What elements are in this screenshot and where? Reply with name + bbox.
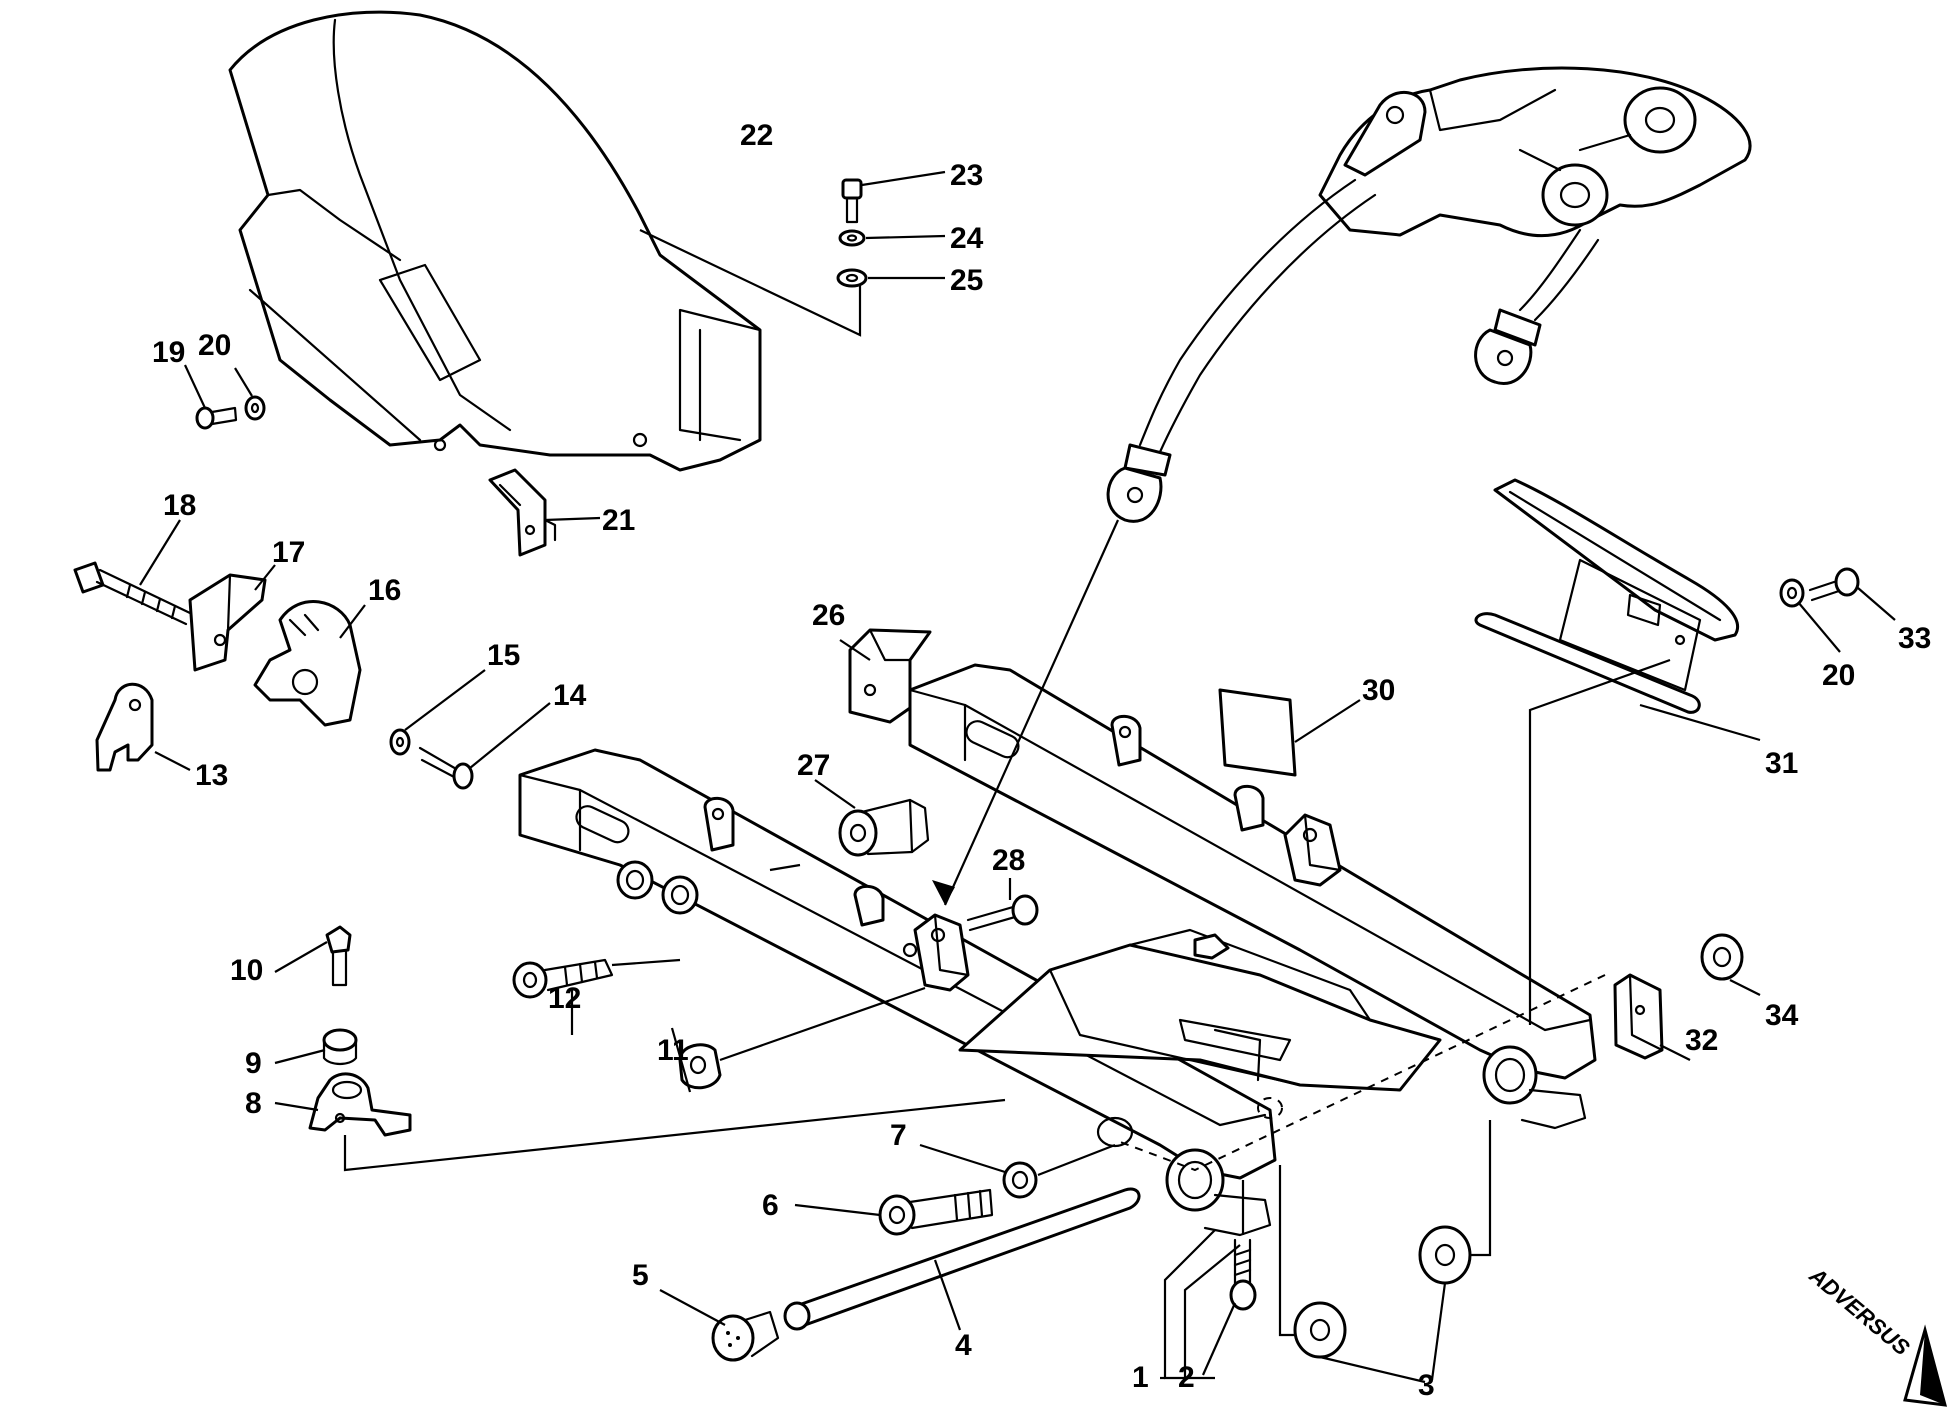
part-16-adjuster-cam [253, 600, 362, 727]
part-6-pivot-bolt [878, 1188, 994, 1236]
part-28-bolt [966, 894, 1039, 932]
part-30-pad [1218, 688, 1297, 777]
part-20-washer-right [1779, 578, 1805, 608]
callout-34: 34 [1765, 999, 1799, 1032]
callout-33: 33 [1898, 622, 1931, 655]
bush-left-slot [616, 860, 699, 915]
callout-4: 4 [955, 1329, 972, 1362]
callout-18: 18 [163, 489, 196, 522]
part-18-long-bolt [73, 561, 192, 626]
brake-caliper-bracket [1318, 66, 1752, 238]
part-15-nut [389, 728, 411, 756]
part-1-swingarm [518, 663, 1597, 1237]
part-19-screw [195, 406, 238, 430]
arrow-hose-to-mount [932, 519, 1120, 906]
part-5-plug [711, 1310, 780, 1362]
callout-30: 30 [1362, 674, 1395, 707]
callout-19: 19 [152, 336, 185, 369]
part-3-washers [1293, 1225, 1472, 1359]
part-17-adjuster-plate [188, 573, 267, 672]
callout-12: 12 [548, 982, 581, 1015]
callout-14: 14 [553, 679, 587, 712]
callout-24: 24 [950, 222, 984, 255]
callout-17: 17 [272, 536, 305, 569]
leader-27-swingarm [769, 863, 801, 872]
part-7-washer [1002, 1161, 1038, 1199]
callout-28: 28 [992, 844, 1025, 877]
part-31-chain-guard [1474, 478, 1740, 714]
logo-text: ADVERSUS [1804, 1262, 1915, 1361]
pivot-axis [1114, 974, 1606, 1172]
callout-15: 15 [487, 639, 520, 672]
callout-8: 8 [245, 1087, 262, 1120]
part-27-spacer [838, 798, 930, 857]
part-26-bracket [848, 628, 932, 724]
callout-22: 22 [740, 119, 773, 152]
callout-1: 1 [1132, 1361, 1149, 1394]
part-34-flanged-nut [1700, 933, 1744, 981]
leader-1-bracket [1163, 1229, 1216, 1380]
pivot-hole-hidden [1257, 1097, 1283, 1119]
callout-25: 25 [950, 264, 983, 297]
callout-10: 10 [230, 954, 263, 987]
callout-16: 16 [368, 574, 401, 607]
leader-8-swingarm [343, 1098, 1006, 1172]
callout-5: 5 [632, 1259, 649, 1292]
part-10-flange-screw [325, 925, 352, 987]
part-12-bolt [512, 958, 614, 999]
part-8-clamp [308, 1072, 412, 1137]
callout-6: 6 [762, 1189, 779, 1222]
callout-11: 11 [657, 1034, 689, 1067]
adversus-logo: ADVERSUS [1804, 1262, 1948, 1407]
callout-26: 26 [812, 599, 845, 632]
callout-31: 31 [1765, 747, 1798, 780]
callout-2: 2 [1178, 1361, 1195, 1394]
part-14-screw [418, 746, 474, 790]
callout-23: 23 [950, 159, 983, 192]
part-4-pivot-shaft [783, 1187, 1141, 1331]
callout-labels: 1 2 3 4 5 6 7 8 9 10 11 12 13 14 15 16 1… [152, 119, 1931, 1402]
part-33-screw [1808, 567, 1860, 602]
brake-hose [1106, 178, 1600, 523]
callout-27: 27 [797, 749, 830, 782]
part-23-bolt [841, 178, 863, 224]
callout-20-top: 20 [198, 329, 231, 362]
callout-7: 7 [890, 1119, 907, 1152]
callout-32: 32 [1685, 1024, 1718, 1057]
callout-21: 21 [602, 504, 635, 537]
callout-13: 13 [195, 759, 228, 792]
leader-31-swingarm [1528, 658, 1671, 1025]
callout-20-right: 20 [1822, 659, 1855, 692]
part-13-bracket [95, 682, 154, 772]
part-21-bracket [488, 468, 557, 557]
part-25-washer [836, 268, 868, 288]
part-32-clip [1613, 973, 1664, 1060]
leader-22-23 [639, 229, 862, 337]
part-9-bush [322, 1028, 358, 1066]
callout-9: 9 [245, 1047, 262, 1080]
part-24-washer [838, 229, 866, 247]
part-20-washer-top [244, 395, 266, 421]
part-22-mudguard [228, 10, 762, 472]
callout-3: 3 [1418, 1369, 1435, 1402]
